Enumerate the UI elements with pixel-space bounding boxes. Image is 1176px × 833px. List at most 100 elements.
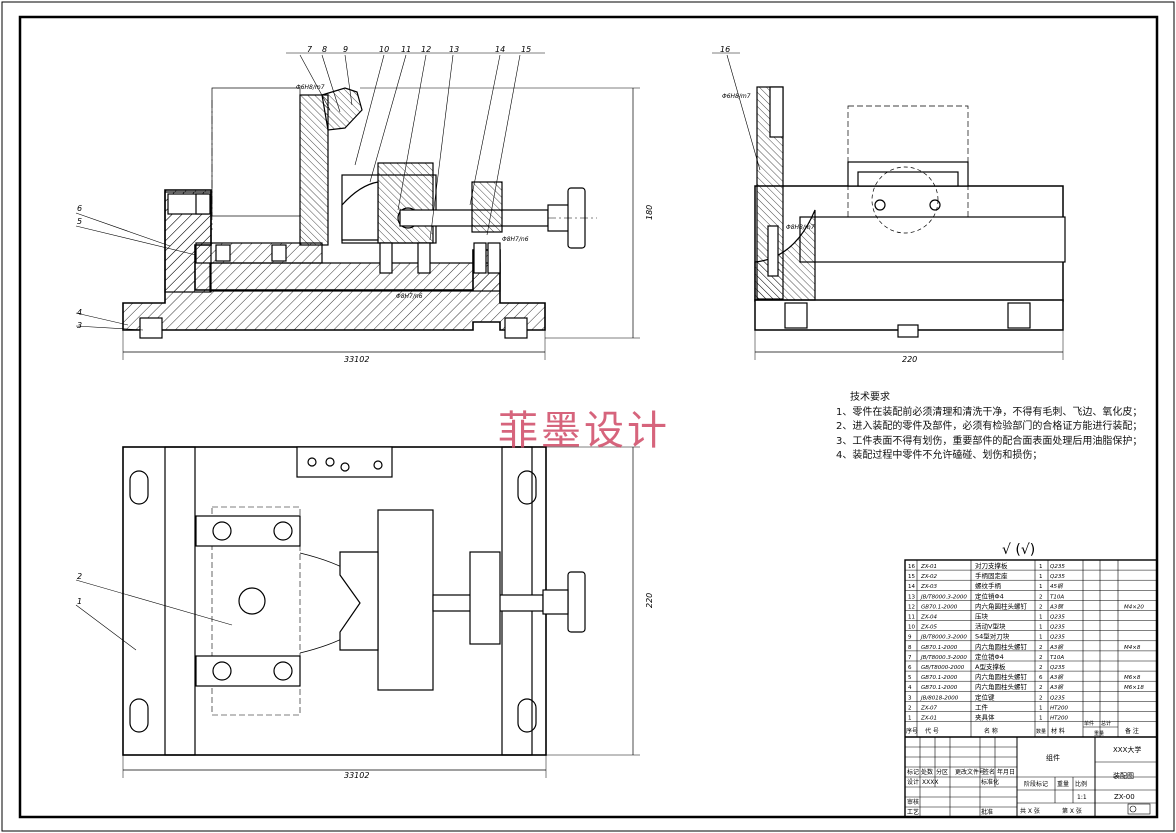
tech-item: 2、进入装配的零件及部件，必须有检验部门的合格证方能进行装配； bbox=[836, 421, 1143, 432]
side-fit-note-1: Φ6H8/m7 bbox=[722, 93, 751, 100]
bom-header-mat: 材 料 bbox=[1051, 727, 1065, 735]
bom-cell-code: ZX-01 bbox=[920, 564, 937, 570]
bom-cell-name: A型支撑板 bbox=[975, 662, 1006, 671]
fit-note-3: Φ8H7/n6 bbox=[396, 293, 423, 300]
part-label-5: 5 bbox=[77, 217, 82, 226]
bom-cell-mat: Q235 bbox=[1050, 665, 1065, 671]
part-label-4: 4 bbox=[77, 308, 82, 317]
title-block: 序号 代 号 名 称 数量 材 料 单件 总计 重量 备 注 XXX大学 组件 … bbox=[906, 720, 1141, 816]
bom-header-note: 备 注 bbox=[1125, 727, 1139, 735]
bom-cell-name: 夹具体 bbox=[975, 713, 995, 722]
bom-cell-qty: 6 bbox=[1039, 675, 1043, 681]
part-label-10: 10 bbox=[379, 45, 389, 54]
bom-cell-name: 内六角圆柱头螺钉 bbox=[975, 601, 1028, 610]
bom-cell-no: 4 bbox=[908, 685, 912, 691]
bom-header-w2: 总计 bbox=[1101, 720, 1111, 727]
bom-cell-name: 工件 bbox=[975, 702, 989, 711]
tb-label-mark: 标记 bbox=[907, 768, 919, 776]
tb-assembly: 组件 bbox=[1046, 753, 1060, 762]
tb-label-zone: 分区 bbox=[936, 768, 948, 776]
bom-cell-name: 定位键 bbox=[975, 692, 995, 701]
watermark-text: 菲墨设计 bbox=[498, 408, 670, 454]
bom-cell-qty: 1 bbox=[1039, 574, 1043, 580]
bom-cell-mat: A3钢 bbox=[1049, 644, 1064, 651]
front-height-dim: 180 bbox=[645, 205, 654, 220]
bom-cell-qty: 1 bbox=[1039, 564, 1043, 570]
tech-title: 技术要求 bbox=[850, 392, 890, 403]
side-view bbox=[712, 52, 1066, 360]
bom-cell-mat: A3钢 bbox=[1049, 684, 1064, 691]
bom-cell-name: S4型对刀块 bbox=[975, 632, 1010, 641]
fit-note-1: Φ6H8/m7 bbox=[296, 84, 325, 91]
tb-design: 设计 bbox=[907, 778, 919, 786]
bom-cell-code: GB70.1-2000 bbox=[921, 604, 958, 610]
bom-cell-mat: Q235 bbox=[1050, 695, 1065, 701]
bom-cell-code: GB70.1-2000 bbox=[921, 675, 958, 681]
bom-cell-mat: 45钢 bbox=[1050, 583, 1064, 590]
part-label-15: 15 bbox=[521, 45, 531, 54]
bom-cell-code: GB70.1-2000 bbox=[921, 685, 958, 691]
side-width-dim: 220 bbox=[902, 355, 917, 364]
bom-cell-mat: Q235 bbox=[1050, 564, 1065, 570]
bom-cell-qty: 1 bbox=[1039, 705, 1043, 711]
bom-cell-code: JB/T8000.3-2000 bbox=[920, 635, 967, 641]
bom-cell-code: ZX-01 bbox=[920, 716, 937, 722]
part-label-1: 1 bbox=[77, 597, 82, 606]
part-label-16: 16 bbox=[720, 45, 730, 54]
bom-cell-qty: 2 bbox=[1039, 645, 1043, 651]
tb-school: XXX大学 bbox=[1113, 745, 1141, 754]
bom-cell-no: 13 bbox=[908, 594, 915, 600]
part-label-3: 3 bbox=[77, 321, 82, 330]
bom-cell-no: 7 bbox=[908, 655, 912, 661]
part-label-2: 2 bbox=[77, 572, 82, 581]
bom-cell-no: 15 bbox=[908, 574, 915, 580]
bom-cell-code: JB/8018-2000 bbox=[920, 695, 959, 701]
tb-label-date: 年月日 bbox=[997, 768, 1015, 776]
tb-designer: XXXX bbox=[922, 779, 938, 786]
bom-cell-qty: 2 bbox=[1039, 685, 1043, 691]
bom-cell-no: 5 bbox=[908, 675, 912, 681]
bom-cell-code: ZX-04 bbox=[920, 615, 938, 621]
tb-drawing-no: ZX-00 bbox=[1114, 793, 1135, 801]
part-label-11: 11 bbox=[401, 45, 411, 54]
bom-cell-qty: 1 bbox=[1039, 584, 1043, 590]
bom-cell-qty: 1 bbox=[1039, 615, 1043, 621]
bom-cell-name: 手柄固定座 bbox=[975, 571, 1008, 580]
part-label-9: 9 bbox=[343, 45, 348, 54]
bom-cell-qty: 1 bbox=[1039, 716, 1043, 722]
bom-cell-name: 内六角圆柱头螺钉 bbox=[975, 672, 1028, 681]
bom-cell-no: 1 bbox=[908, 716, 912, 722]
bom-cell-qty: 2 bbox=[1039, 655, 1043, 661]
bom-cell-name: 活动V型块 bbox=[975, 622, 1006, 631]
tech-item: 3、工件表面不得有划伤，重要部件的配合面表面处理后用油脂保护； bbox=[836, 435, 1143, 447]
side-view-labels: 16 Φ6H8/m7 Φ8H8/m7 220 bbox=[720, 45, 917, 364]
tb-drawing-name: 装配图 bbox=[1113, 771, 1134, 780]
front-width-dim: 33102 bbox=[344, 355, 369, 364]
bom-grid bbox=[904, 559, 1158, 818]
bom-cell-no: 11 bbox=[908, 615, 915, 621]
bom-cell-no: 16 bbox=[908, 564, 915, 570]
tb-process: 工艺 bbox=[907, 808, 919, 816]
tb-standardize: 标准化 bbox=[981, 778, 999, 786]
bom-cell-no: 3 bbox=[908, 695, 912, 701]
tb-approve: 批准 bbox=[981, 808, 993, 816]
bom-cell-no: 14 bbox=[908, 584, 915, 590]
tb-scale: 1:1 bbox=[1077, 794, 1087, 801]
tb-label-count: 处数 bbox=[921, 768, 933, 776]
part-label-8: 8 bbox=[322, 45, 327, 54]
front-view bbox=[75, 52, 640, 360]
bom-cell-mat: Q235 bbox=[1050, 625, 1065, 631]
bom-cell-mat: A3钢 bbox=[1049, 603, 1064, 610]
top-view-labels: 2 1 33102 220 bbox=[77, 572, 654, 780]
part-label-12: 12 bbox=[421, 45, 431, 54]
bom-cell-mat: HT200 bbox=[1050, 716, 1068, 722]
bom-cell-note: M4×20 bbox=[1124, 604, 1144, 610]
bom-cell-mat: T10A bbox=[1050, 594, 1064, 600]
part-label-13: 13 bbox=[449, 45, 459, 54]
tb-sheets: 共 X 张 bbox=[1020, 807, 1040, 815]
bom-cell-no: 12 bbox=[908, 604, 915, 610]
bom-cell-mat: Q235 bbox=[1050, 574, 1065, 580]
bom-header-code: 代 号 bbox=[925, 727, 939, 735]
bom-header-wu: 重量 bbox=[1094, 730, 1104, 737]
